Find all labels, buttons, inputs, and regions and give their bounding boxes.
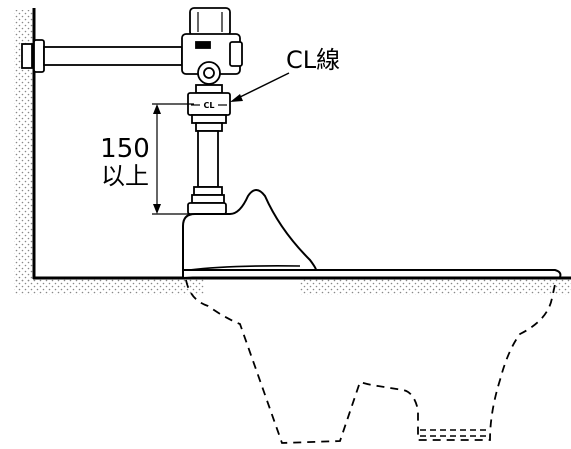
callout-label: CL線 xyxy=(286,46,340,74)
wall-flange xyxy=(21,43,33,69)
valve-cap xyxy=(189,7,231,37)
wall-hatch xyxy=(14,10,34,282)
pipe-body xyxy=(43,46,183,66)
squat-toilet xyxy=(182,189,562,444)
spud-nut xyxy=(187,202,227,215)
dimension-value: 150 xyxy=(100,134,150,164)
toilet-hood xyxy=(182,189,317,277)
valve-cl-tag: CL xyxy=(204,101,215,110)
flush-valve: CL xyxy=(181,7,243,132)
toilet-rim xyxy=(182,269,562,278)
height-dimension: 150 以上 xyxy=(100,103,194,215)
flush-pipe xyxy=(187,130,227,215)
supply-pipe xyxy=(21,39,183,73)
toilet-bowl-below-floor xyxy=(185,279,557,444)
callout-leader xyxy=(235,72,290,100)
dimension-qualifier: 以上 xyxy=(101,162,149,190)
floor-hatch-right xyxy=(300,279,571,295)
flange-collar xyxy=(33,39,45,73)
cl-line-callout: CL線 xyxy=(230,46,340,102)
floor-hatch xyxy=(14,279,204,295)
flush-pipe-body xyxy=(197,130,219,188)
